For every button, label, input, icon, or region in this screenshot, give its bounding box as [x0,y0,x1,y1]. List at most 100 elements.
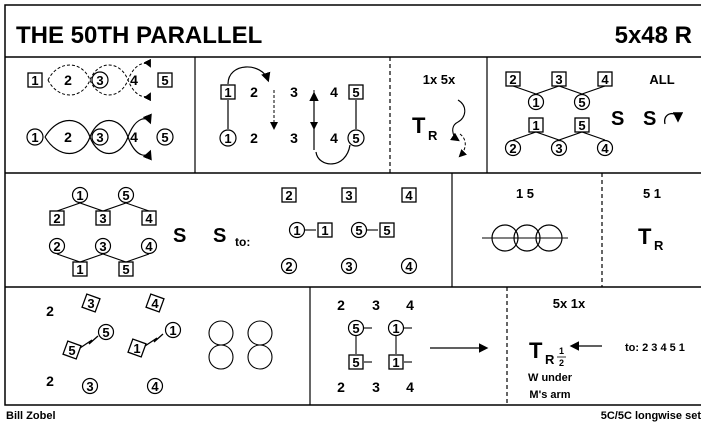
set-S-2: S [213,225,226,247]
figure-half-turn: 5x 1x T R 1 2 W under M's arm to: 2 3 4 … [528,296,685,401]
dancer-4: 4 [330,84,338,100]
circle-2: 2 [53,239,60,254]
bars-label: 1 5 [516,186,534,201]
circle-2: 2 [285,259,292,274]
turn-R: R [545,352,555,367]
circle-4: 4 [405,259,413,274]
circle-1: 1 [31,130,38,145]
bars-label: 5x 1x [553,296,586,311]
square-3: 3 [555,72,562,87]
circle-1: 1 [532,95,539,110]
dancer-4: 4 [330,130,338,146]
to-label: to: [235,235,250,249]
note-line-1: W under [528,372,573,384]
circle-4: 4 [601,141,609,156]
set-S-2: S [643,108,656,130]
dancer-4: 4 [130,129,138,145]
set-type: 5C/5C longwise set [601,410,701,422]
to-order: to: 2 3 4 5 1 [625,342,685,354]
circle-5: 5 [352,321,359,336]
dancer-2: 2 [337,297,345,313]
turn-T: T [412,113,426,138]
figure-set-rotate: 1 5 2 3 4 2 3 4 1 5 S S to: [48,186,250,277]
circle-3: 3 [96,73,103,88]
turn-T: T [529,338,543,363]
square-4: 4 [145,211,153,226]
circle-4: 4 [151,379,159,394]
dance-title: THE 50TH PARALLEL [16,22,262,49]
dancer-2: 2 [46,373,54,389]
dancer-4: 4 [406,297,414,313]
circle-1: 1 [76,188,83,203]
fraction-numerator: 1 [559,346,564,356]
circle-5: 5 [352,131,359,146]
figure-cross-reels: 1 2 3 4 5 1 2 3 4 5 [26,58,174,161]
circle-1: 1 [392,321,399,336]
turn-icon [664,112,684,125]
square-1: 1 [133,341,140,356]
set-S-1: S [611,108,624,130]
circle-2: 2 [509,141,516,156]
note-line-2: M's arm [529,389,570,401]
square-3: 3 [99,211,106,226]
figure-turn-right-2: 5 1 T R [638,186,664,253]
square-1: 1 [76,262,83,277]
dancer-4: 4 [406,379,414,395]
square-5: 5 [122,262,129,277]
dancer-2: 2 [250,84,258,100]
bars-label: 5 1 [643,186,661,201]
dancer-2: 2 [250,130,258,146]
circle-5: 5 [122,188,129,203]
square-1: 1 [31,73,38,88]
turn-R: R [654,238,664,253]
figure-circle-three: 1 5 [482,186,568,252]
circle-3: 3 [96,130,103,145]
square-4: 4 [405,188,413,203]
author: Bill Zobel [6,410,56,422]
circle-5: 5 [355,223,362,238]
square-1: 1 [224,85,231,100]
figure-end-position: 2 3 4 1 1 5 5 2 3 4 [280,187,418,275]
dancer-3: 3 [290,84,298,100]
square-5: 5 [68,343,75,358]
square-5: 5 [578,118,585,133]
square-1: 1 [392,355,399,370]
circle-5: 5 [161,130,168,145]
square-5: 5 [383,223,390,238]
square-3: 3 [87,296,94,311]
figure-turn-under: 2 3 4 5 1 5 1 2 3 4 [46,293,273,395]
figure-set-all: 2 3 4 1 5 1 5 2 3 4 ALL S S [504,71,684,157]
turn-T: T [638,224,652,249]
circle-3: 3 [86,379,93,394]
dancer-2: 2 [337,379,345,395]
figure-swap: 2 3 4 5 1 5 1 2 3 4 [337,297,489,395]
square-4: 4 [151,296,159,311]
square-4: 4 [601,72,609,87]
circle-5: 5 [578,95,585,110]
circle-4: 4 [145,239,153,254]
square-5: 5 [352,355,359,370]
square-2: 2 [285,188,292,203]
square-5: 5 [352,85,359,100]
square-5: 5 [161,73,168,88]
square-1: 1 [532,118,539,133]
square-2: 2 [53,211,60,226]
dancer-2: 2 [64,72,72,88]
dancer-2: 2 [46,303,54,319]
circle-1: 1 [224,131,231,146]
fraction-denominator: 2 [559,358,564,368]
square-3: 3 [345,188,352,203]
dancer-3: 3 [372,297,380,313]
formation-label: 5x48 R [615,22,692,49]
dancer-2: 2 [64,129,72,145]
figure-turn-right: 1x 5x T R [412,72,468,158]
circle-3: 3 [555,141,562,156]
dancer-3: 3 [290,130,298,146]
set-S-1: S [173,225,186,247]
square-2: 2 [509,72,516,87]
dancer-4: 4 [130,72,138,88]
square-1: 1 [321,223,328,238]
all-label: ALL [649,72,674,87]
circle-1: 1 [169,323,176,338]
